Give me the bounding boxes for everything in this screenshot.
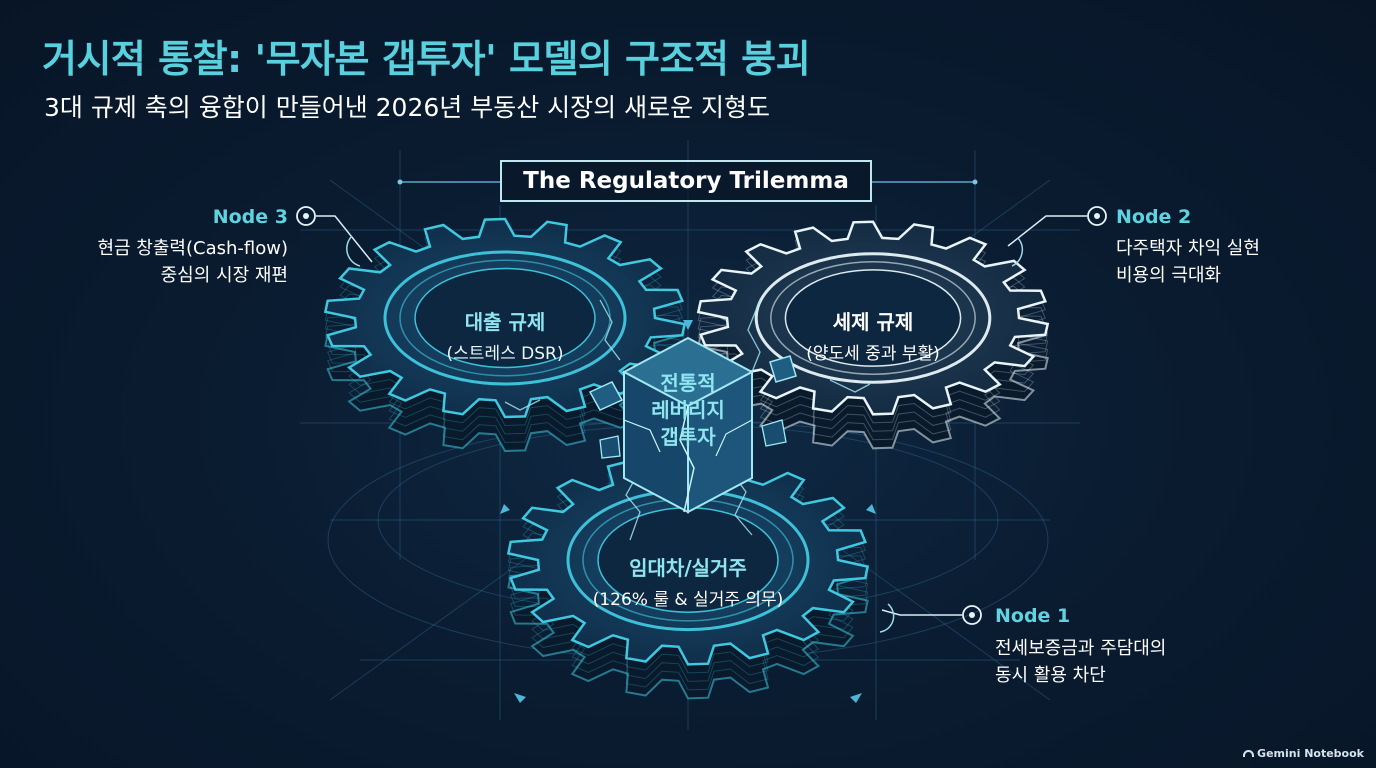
gear-tax-ring xyxy=(784,269,962,367)
node1-title: Node 1 xyxy=(995,605,1071,627)
gear-lease-name: 임대차/실거주 xyxy=(629,556,747,580)
page-subtitle: 3대 규제 축의 융합이 만들어낸 2026년 부동산 시장의 새로운 지형도 xyxy=(44,93,771,122)
node3-description: 현금 창출력(Cash-flow) 중심의 시장 재편 xyxy=(97,235,288,289)
rule-dot-left xyxy=(397,179,403,185)
gear-loan-sub: (스트레스 DSR) xyxy=(446,344,564,364)
watermark-text: Gemini Notebook xyxy=(1257,747,1364,760)
direction-arrows xyxy=(500,320,876,703)
gear-tax-name: 세제 규제 xyxy=(832,310,914,334)
gear-tax-ring xyxy=(770,261,976,375)
diagram-title: The Regulatory Trilemma xyxy=(500,160,872,202)
rotation-arrows xyxy=(346,235,1024,633)
center-label-line: 갭투자 xyxy=(660,425,716,449)
page-title: 거시적 통찰: '무자본 갭투자' 모델의 구조적 붕괴 xyxy=(42,37,811,81)
gear-loan-name: 대출 규제 xyxy=(464,310,546,334)
node3-title: Node 3 xyxy=(212,206,288,228)
gear-tax-ring xyxy=(754,252,992,384)
center-label: 전통적 레버리지 갭투자 xyxy=(651,370,725,451)
gear-tax-sub: (양도세 중과 부활) xyxy=(806,344,940,364)
node2-line: 비용의 극대화 xyxy=(1116,265,1222,286)
center-label-line: 레버리지 xyxy=(651,398,725,422)
central-cube xyxy=(588,336,797,514)
node3-line: 중심의 시장 재편 xyxy=(160,265,288,286)
node1-description: 전세보증금과 주담대의 동시 활용 차단 xyxy=(995,635,1166,689)
center-label-line: 전통적 xyxy=(660,371,716,395)
gear-loan-label: 대출 규제 (스트레스 DSR) xyxy=(447,306,564,364)
rule-dot-right xyxy=(972,179,978,185)
node1-line: 동시 활용 차단 xyxy=(995,665,1106,686)
node2-description: 다주택자 차익 실현 비용의 극대화 xyxy=(1116,235,1260,289)
node2-title: Node 2 xyxy=(1116,206,1192,228)
gemini-logo-icon xyxy=(1243,750,1255,757)
node2-marker xyxy=(1087,206,1107,226)
node2-line: 다주택자 차익 실현 xyxy=(1116,238,1260,259)
node3-marker xyxy=(296,206,316,226)
node1-marker xyxy=(962,605,982,625)
gear-tax-label: 세제 규제 (양도세 중과 부활) xyxy=(806,306,940,364)
watermark: Gemini Notebook xyxy=(1243,747,1364,760)
node1-line: 전세보증금과 주담대의 xyxy=(995,638,1167,659)
gear-loan-ring xyxy=(414,267,596,369)
gear-lease-label: 임대차/실거주 (126% 룰 & 실거주 의무) xyxy=(593,552,784,610)
gear-loan xyxy=(323,217,687,453)
gear-lease xyxy=(506,454,870,700)
node3-line: 현금 창출력(Cash-flow) xyxy=(97,238,288,259)
node-leaders xyxy=(316,215,1087,616)
node-markers xyxy=(296,206,1107,625)
gear-loan-ring xyxy=(383,250,627,386)
gear-lease-sub: (126% 룰 & 실거주 의무) xyxy=(592,590,784,610)
